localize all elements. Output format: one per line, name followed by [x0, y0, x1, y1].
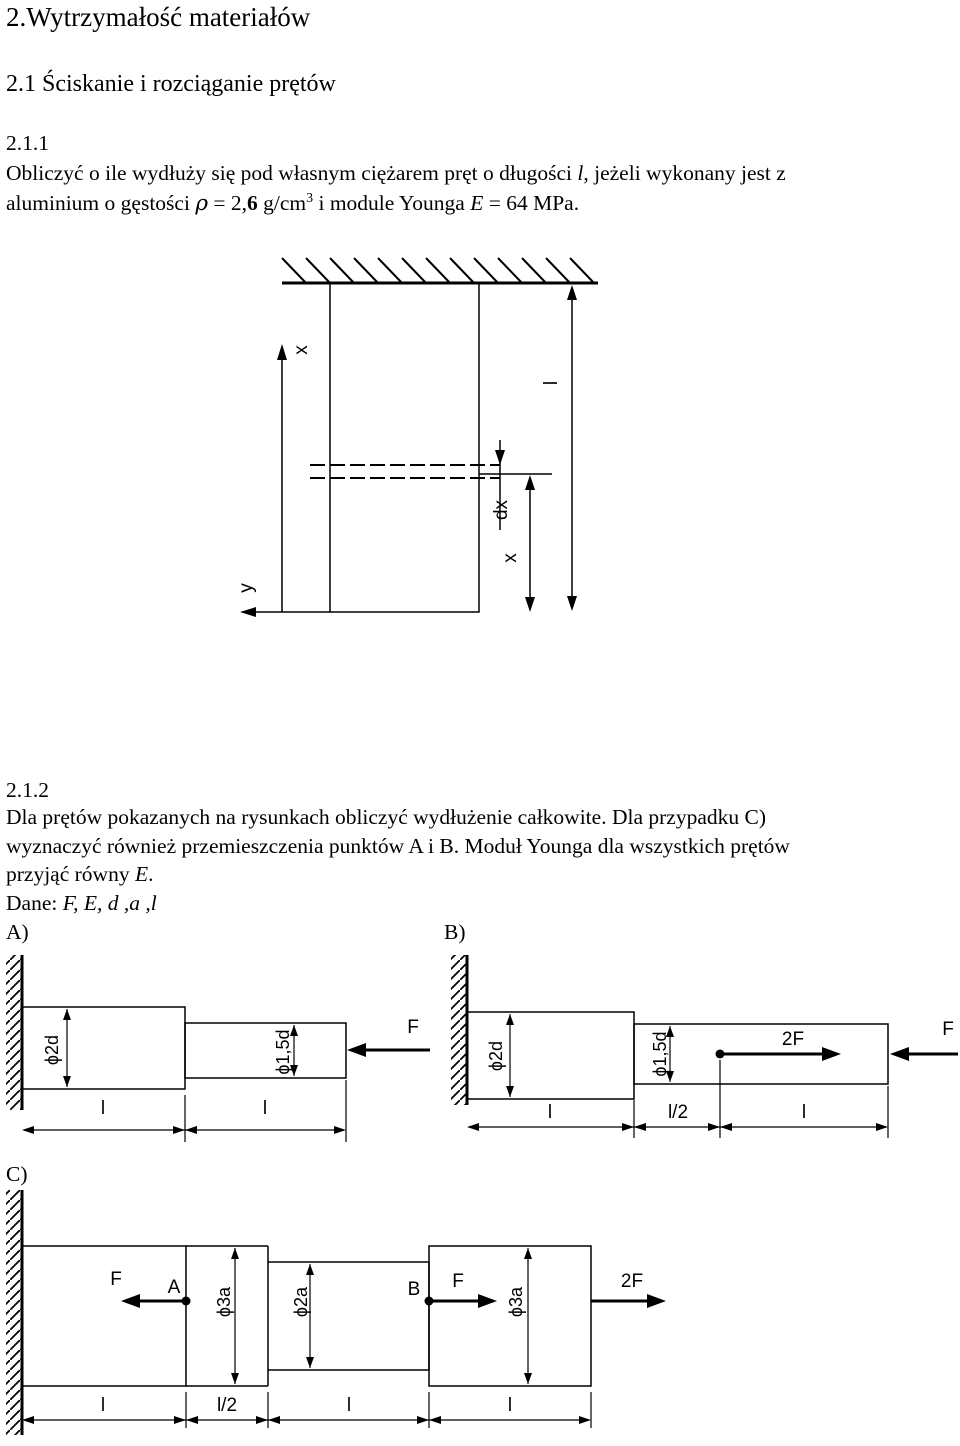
fig-a-tag: A) — [6, 920, 29, 944]
point-a-label: A — [168, 1277, 181, 1298]
rod-segment-4 — [428, 1245, 592, 1387]
length-label-1: l — [101, 1395, 105, 1416]
fig-b-tag: B) — [444, 920, 466, 944]
rod-segment-2 — [184, 1022, 347, 1079]
text-part: przyjąć równy — [6, 862, 135, 886]
dx-arrow — [495, 450, 505, 465]
y-axis-arrowhead — [240, 607, 256, 617]
x-arrow-top — [525, 475, 535, 490]
dx-label: dx — [491, 499, 512, 520]
length-label-3: l — [802, 1102, 806, 1123]
text-part: Obliczyć o ile wydłuży się pod własnym c… — [6, 161, 578, 185]
length-label-4: l — [508, 1395, 512, 1416]
force-arrowhead-2f — [822, 1047, 841, 1061]
chapter-title: 2.Wytrzymałość materiałów — [6, 2, 311, 32]
problem-1-text-line2: aluminium o gęstości ρ = 2,6 g/cm3 i mod… — [6, 191, 579, 216]
force-arrowhead-mid — [478, 1294, 497, 1308]
problem-2-text-line3: przyjąć równy E. — [6, 862, 153, 887]
diameter-label-1: ϕ2d — [486, 1041, 506, 1071]
diameter-label-2: ϕ1,5d — [273, 1029, 293, 1074]
given-vars: F, E, d ,a ,l — [62, 891, 157, 915]
x-axis-arrowhead — [277, 344, 287, 360]
force-arrowhead-left — [121, 1294, 140, 1308]
text-part: i module Younga — [313, 191, 471, 216]
length-label-2: l/2 — [668, 1102, 688, 1123]
wall-hatch — [451, 955, 467, 1105]
ceiling-hatch — [281, 257, 595, 284]
problem-2-text-line1: Dla prętów pokazanych na rysunkach oblic… — [6, 805, 766, 829]
problem-1-number: 2.1.1 — [6, 131, 49, 155]
text-part: aluminium o gęstości — [6, 191, 196, 216]
variable-l: l — [577, 161, 584, 185]
length-label-2: l — [263, 1098, 267, 1119]
wall-hatch — [6, 955, 22, 1110]
symbol-rho: ρ — [195, 191, 208, 217]
length-label-2: l/2 — [217, 1395, 237, 1416]
element-dx-lines — [310, 464, 500, 479]
figure-a: ϕ2d ϕ1,5d F l l — [6, 955, 430, 1142]
length-label-3: l — [347, 1395, 351, 1416]
rod-segment-1 — [21, 1245, 187, 1387]
rod — [329, 282, 480, 613]
text-bold: 6 — [246, 191, 258, 216]
force-label: F — [407, 1017, 419, 1038]
diameter-label-2: ϕ1,5d — [650, 1031, 670, 1076]
force-label-2f: 2F — [782, 1029, 804, 1050]
problem-1-text-line1: Obliczyć o ile wydłuży się pod własnym c… — [6, 161, 786, 186]
text-part: . — [148, 862, 154, 886]
force-arrowhead-right — [647, 1294, 666, 1308]
fig-c-tag: C) — [6, 1162, 28, 1186]
section-title: 2.1 Ściskanie i rozciąganie prętów — [6, 71, 336, 97]
problem-2-text-line2: wyznaczyć również przemieszczenia punktó… — [6, 834, 790, 858]
figure-c: F A ϕ3a ϕ2a B F ϕ3a 2F — [6, 1190, 666, 1435]
force-label-mid: F — [452, 1271, 464, 1292]
x-axis-label: x — [291, 345, 312, 355]
force-label-f: F — [942, 1019, 954, 1040]
problem-2-number: 2.1.2 — [6, 778, 49, 802]
x-arrow-bottom — [525, 597, 535, 612]
unit: g/cm — [257, 191, 307, 216]
diameter-label-3: ϕ3a — [506, 1286, 526, 1317]
text-part: = 64 MPa. — [483, 191, 580, 216]
length-label-1: l — [101, 1098, 105, 1119]
force-arrowhead — [347, 1043, 366, 1057]
variable-E: E — [470, 191, 484, 216]
diameter-label-1: ϕ3a — [214, 1286, 234, 1317]
diameter-label-1: ϕ2d — [42, 1035, 62, 1065]
diameter-label-2: ϕ2a — [291, 1286, 311, 1317]
wall-hatch — [6, 1190, 22, 1435]
force-arrowhead-f — [890, 1047, 909, 1061]
x-dimension-label: x — [500, 553, 521, 563]
l-arrow-top — [567, 285, 577, 300]
given-data: Dane: F, E, d ,a ,l — [6, 891, 157, 916]
variable-E: E — [134, 862, 149, 886]
force-label-right: 2F — [621, 1271, 643, 1292]
point-b-label: B — [408, 1279, 421, 1300]
text-part: = 2, — [207, 191, 247, 216]
rod-segment-2 — [633, 1023, 889, 1085]
y-axis-label: y — [236, 583, 257, 593]
superscript: 3 — [306, 191, 314, 206]
figure-b: ϕ2d ϕ1,5d 2F F l l/2 l — [451, 955, 958, 1138]
length-label-1: l — [548, 1102, 552, 1123]
figure-hanging-rod: x y l dx x — [236, 257, 598, 617]
point-a-marker — [181, 1296, 191, 1306]
given-label: Dane: — [6, 891, 63, 915]
l-label: l — [541, 381, 562, 385]
l-arrow-bottom — [567, 596, 577, 611]
force-label-left: F — [110, 1269, 122, 1290]
text-part: , jeżeli wykonany jest z — [583, 161, 786, 185]
